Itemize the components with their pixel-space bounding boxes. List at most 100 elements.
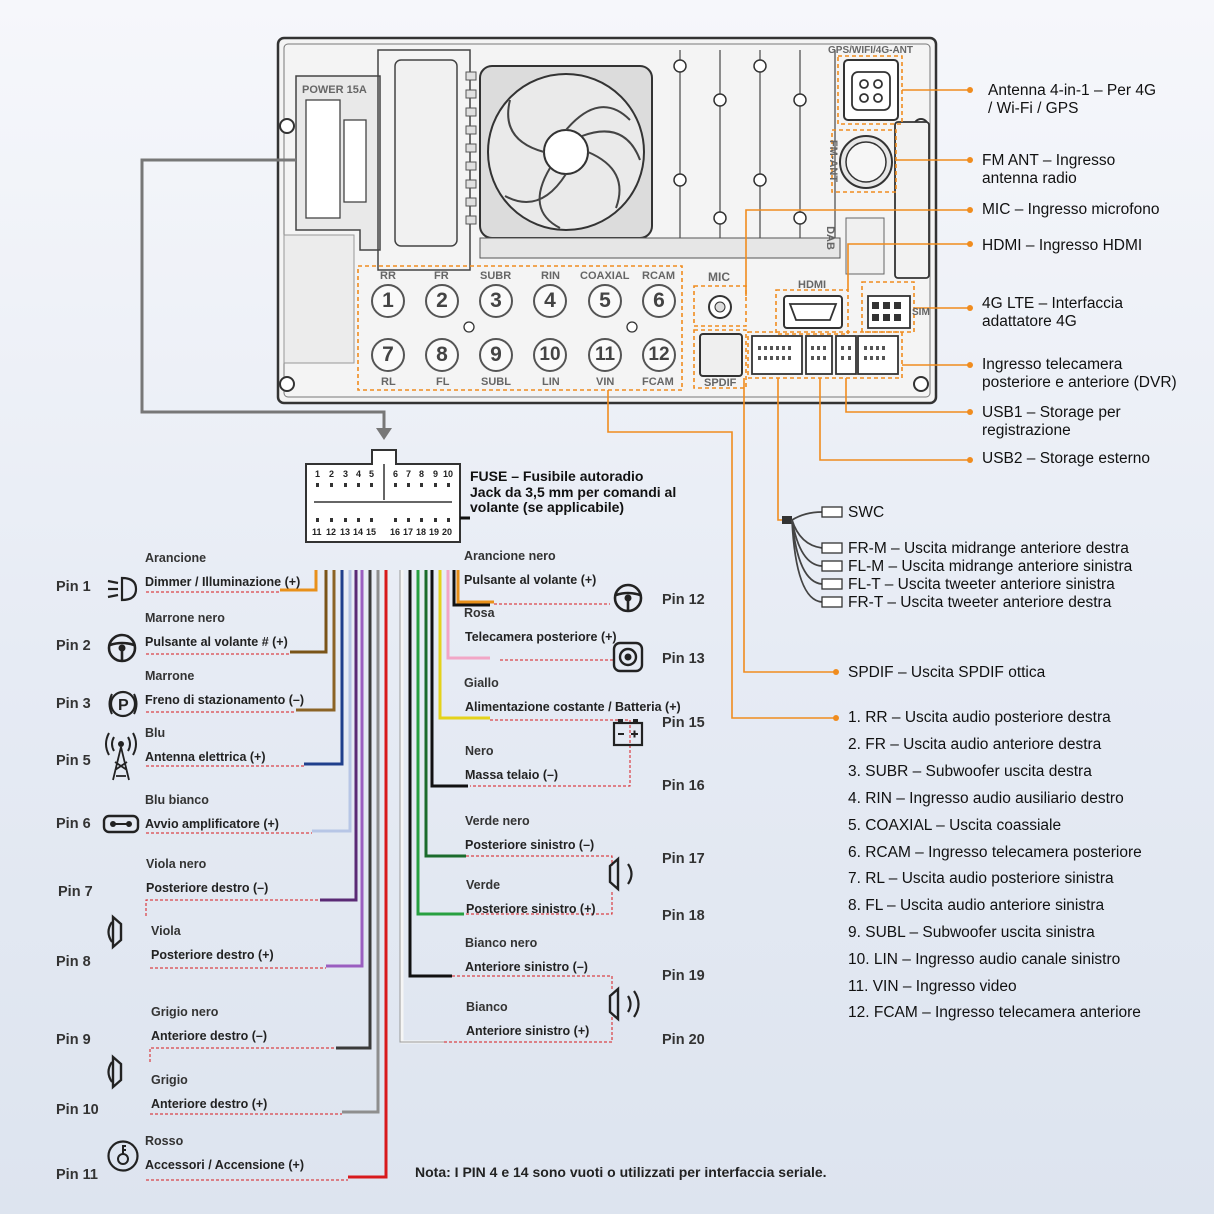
connector-pin-number: 10 [443, 469, 454, 479]
parking-brake-icon: P [108, 690, 138, 718]
camera-icon [612, 641, 644, 673]
rca-legend-item: 9. SUBL – Subwoofer uscita sinistra [848, 924, 1095, 941]
pin-label: Pin 18 [662, 908, 705, 924]
callout-4g: 4G LTE – Interfaccia [982, 295, 1123, 312]
spdif-callout: SPDIF – Uscita SPDIF ottica [848, 664, 1046, 681]
wire-color: Verde nero [465, 814, 530, 828]
rca-legend-item: 11. VIN – Ingresso video [848, 978, 1017, 995]
callout-antenna: Antenna 4-in-1 – Per 4G [988, 82, 1157, 99]
rca-jack: 8 [425, 338, 459, 372]
dab-port-label: DAB [823, 226, 836, 250]
wire-color: Blu [145, 726, 166, 740]
pin-function: Posteriore sinistro (+) [466, 902, 596, 916]
connector-pin-number: 3 [343, 469, 349, 479]
power-label: POWER 15A [302, 84, 367, 96]
pin-function: Anteriore destro (–) [151, 1029, 267, 1043]
rca-bottom-label: RL [381, 376, 396, 388]
wire-color: Grigio nero [151, 1005, 219, 1019]
pin-label: Pin 20 [662, 1032, 705, 1048]
mic-port-label: MIC [708, 270, 730, 284]
steering-wheel-icon [613, 583, 643, 613]
wire-color: Rosso [145, 1134, 184, 1148]
pin-function: Pulsante al volante (+) [464, 573, 597, 587]
pin-label: Pin 10 [56, 1102, 99, 1118]
pin-function: Freno di stazionamento (–) [145, 693, 305, 707]
wire-color: Arancione nero [464, 549, 556, 563]
callout-leaders [607, 89, 970, 719]
callout-fm: FM ANT – Ingresso [982, 152, 1116, 169]
amplifier-icon [102, 814, 140, 834]
rca-legend-item: 5. COAXIAL – Uscita coassiale [848, 817, 1062, 834]
pin-function: Massa telaio (–) [465, 768, 559, 782]
pin-label: Pin 6 [56, 816, 91, 832]
pin-label: Pin 3 [56, 696, 91, 712]
highlight-boxes [357, 55, 915, 391]
rca-jack: 7 [371, 338, 405, 372]
ignition-key-icon [107, 1140, 139, 1172]
swc-harness [782, 506, 843, 608]
wire-color: Verde [466, 878, 501, 892]
pin-label: Pin 5 [56, 753, 91, 769]
output-label: FL-T – Uscita tweeter anteriore sinistra [848, 576, 1115, 593]
rca-bottom-label: VIN [596, 376, 615, 388]
pin-label: Pin 15 [662, 715, 705, 731]
pin-function: Antenna elettrica (+) [145, 750, 266, 764]
speaker-icon [608, 856, 633, 892]
rca-jack: 4 [533, 284, 567, 318]
footnote: Nota: I PIN 4 e 14 sono vuoti o utilizza… [415, 1164, 827, 1180]
rca-bottom-label: FCAM [642, 376, 674, 388]
pin-label: Pin 13 [662, 651, 705, 667]
connector-pin-number: 11 [312, 527, 322, 537]
wire-color: Nero [465, 744, 494, 758]
output-label: FR-M – Uscita midrange anteriore destra [848, 540, 1129, 557]
connector-pin-number: 4 [356, 469, 362, 479]
callout-mic: MIC – Ingresso microfono [982, 201, 1160, 218]
rca-top-label: SUBR [480, 270, 512, 282]
steering-wheel-icon [107, 633, 137, 663]
wire-color: Bianco nero [465, 936, 538, 950]
rca-top-label: COAXIAL [580, 270, 630, 282]
rca-top-label: RR [380, 270, 396, 282]
connector-pin-number: 2 [329, 469, 335, 479]
wire-color: Viola [151, 924, 181, 938]
rca-jack: 11 [588, 338, 622, 372]
wire-color: Viola nero [146, 857, 207, 871]
iso-connector [305, 449, 470, 543]
connector-pin-number: 13 [340, 527, 351, 537]
pin-function: Anteriore sinistro (+) [466, 1024, 590, 1038]
spdif-port-label: SPDIF [704, 377, 737, 389]
connector-pin-number: 20 [442, 527, 453, 537]
callout-dvr: posteriore e anteriore (DVR) [982, 374, 1177, 391]
connector-pin-number: 15 [366, 527, 377, 537]
wire-color: Bianco [466, 1000, 508, 1014]
pin-label: Pin 1 [56, 579, 91, 595]
connector-pin-number: 1 [315, 469, 321, 479]
pin-label: Pin 16 [662, 778, 705, 794]
fm-port-label: FM-ANT [827, 139, 840, 183]
callout-hdmi: HDMI – Ingresso HDMI [982, 237, 1143, 254]
pin-label: Pin 11 [56, 1167, 98, 1183]
pin-function: Anteriore sinistro (–) [465, 960, 588, 974]
rca-legend-item: 6. RCAM – Ingresso telecamera posteriore [848, 844, 1142, 861]
callout-4g: adattatore 4G [982, 313, 1077, 330]
svg-text:P: P [118, 697, 129, 714]
connector-pin-number: 14 [353, 527, 364, 537]
rca-bottom-label: LIN [542, 376, 560, 388]
battery-icon [612, 719, 644, 747]
callout-usb2: USB2 – Storage esterno [982, 450, 1151, 467]
pin-label: Pin 9 [56, 1032, 91, 1048]
gps-port-label: GPS/WIFI/4G-ANT [828, 45, 913, 56]
pin-function: Accessori / Accensione (+) [145, 1158, 304, 1172]
pin-label: Pin 8 [56, 954, 91, 970]
rca-top-label: FR [434, 270, 449, 282]
callout-dvr: Ingresso telecamera [982, 356, 1123, 373]
pin-function: Posteriore sinistro (–) [465, 838, 595, 852]
wire-color: Marrone nero [145, 611, 225, 625]
callout-usb1: registrazione [982, 422, 1071, 439]
pin-label: Pin 2 [56, 638, 91, 654]
pin-function: Alimentazione costante / Batteria (+) [465, 700, 681, 714]
right-wires [399, 570, 494, 1044]
pin-function: Pulsante al volante # (+) [145, 635, 288, 649]
rca-legend-item: 7. RL – Uscita audio posteriore sinistra [848, 870, 1114, 887]
rca-legend-item: 12. FCAM – Ingresso telecamera anteriore [848, 1004, 1141, 1021]
